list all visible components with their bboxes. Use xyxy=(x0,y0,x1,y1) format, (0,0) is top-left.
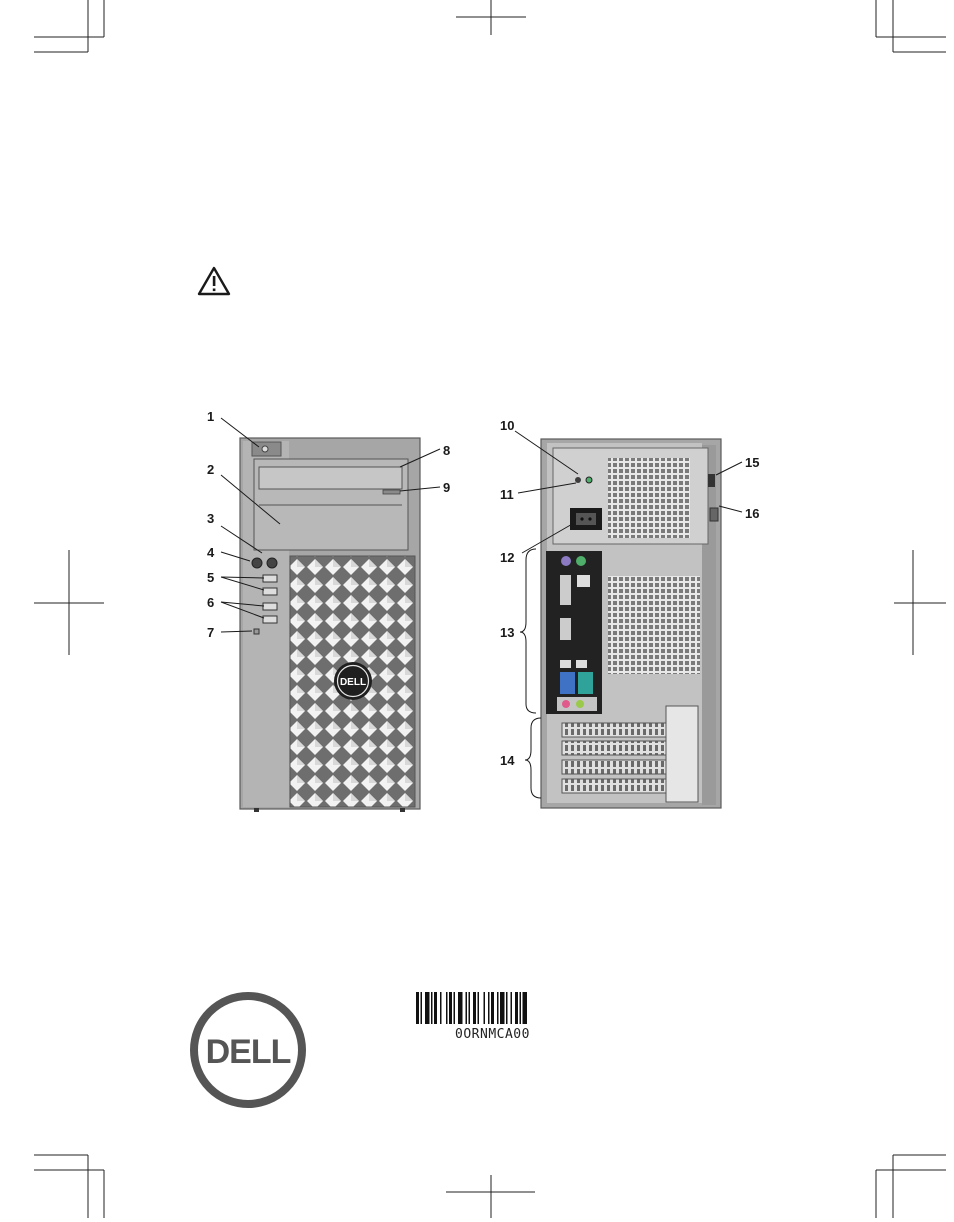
callout-8: 8 xyxy=(443,443,450,458)
callout-12: 12 xyxy=(500,550,514,565)
barcode-bar xyxy=(478,992,480,1024)
warning-triangle-icon xyxy=(199,268,229,294)
barcode-bar xyxy=(523,992,528,1024)
callout-5: 5 xyxy=(207,570,214,585)
callout-6: 6 xyxy=(207,595,214,610)
callout-9: 9 xyxy=(443,480,450,495)
dell-logo-text: DELL xyxy=(206,1033,291,1071)
barcode-bar xyxy=(515,992,518,1024)
barcode-bar xyxy=(491,992,494,1024)
callout-4: 4 xyxy=(207,545,215,560)
barcode-text: 0ORNMCA00 xyxy=(415,1027,570,1042)
callout-7: 7 xyxy=(207,625,214,640)
barcode-bar xyxy=(484,992,486,1024)
callout-2: 2 xyxy=(207,462,214,477)
callout-1: 1 xyxy=(207,409,214,424)
barcode-bar xyxy=(440,992,442,1024)
callout-11: 11 xyxy=(500,487,514,502)
barcode-bar xyxy=(434,992,437,1024)
barcode-bar xyxy=(416,992,419,1024)
computer-front-view: DELL xyxy=(240,438,420,812)
barcode-bar xyxy=(466,992,468,1024)
barcode-bar xyxy=(506,992,508,1024)
callout-3: 3 xyxy=(207,511,214,526)
barcode-bar xyxy=(431,992,433,1024)
barcode-bar xyxy=(520,992,522,1024)
barcode-bar xyxy=(500,992,505,1024)
barcode-bar xyxy=(473,992,476,1024)
barcode-bar xyxy=(425,992,430,1024)
barcode-bar xyxy=(446,992,448,1024)
callout-15: 15 xyxy=(745,455,759,470)
barcode-bar xyxy=(454,992,456,1024)
barcode-bar xyxy=(497,992,499,1024)
barcode-bar xyxy=(458,992,463,1024)
barcode-bar xyxy=(421,992,423,1024)
callout-13: 13 xyxy=(500,625,514,640)
barcode-bar xyxy=(488,992,490,1024)
callout-16: 16 xyxy=(745,506,759,521)
barcode-bar xyxy=(449,992,452,1024)
callout-10: 10 xyxy=(500,418,514,433)
svg-text:DELL: DELL xyxy=(340,677,366,688)
barcode xyxy=(416,992,527,1024)
computer-rear-view xyxy=(541,439,721,808)
dell-logo: DELL xyxy=(194,996,302,1104)
callout-14: 14 xyxy=(500,753,515,768)
barcode-bar xyxy=(511,992,513,1024)
barcode-bar xyxy=(469,992,471,1024)
